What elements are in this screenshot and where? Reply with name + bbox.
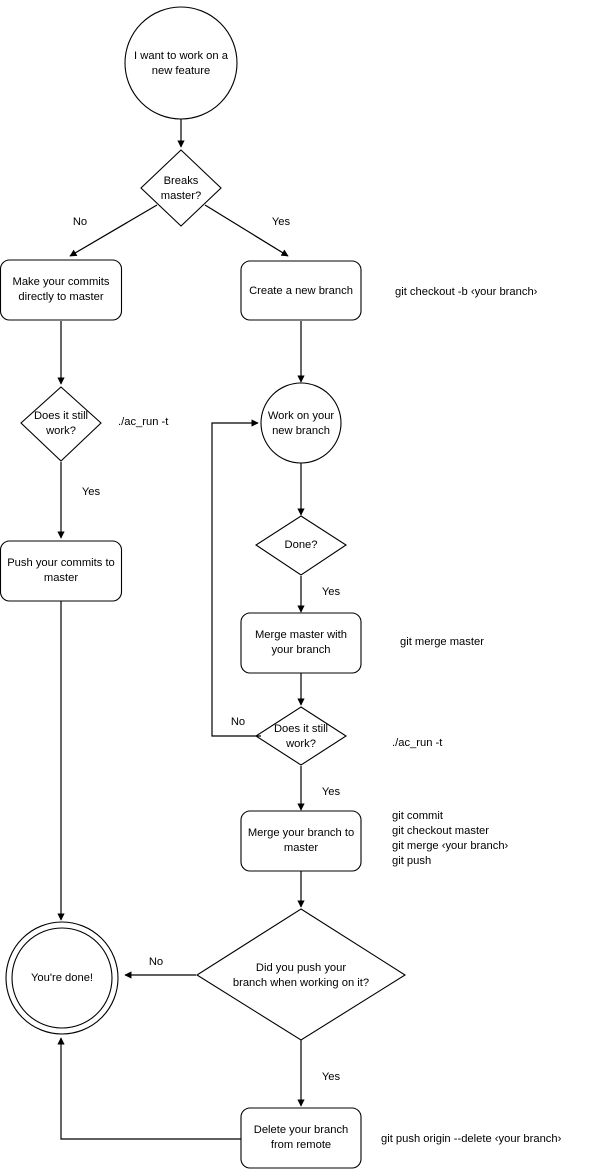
merge-branch-label-line1: Merge your branch to <box>248 827 354 839</box>
edge-label-work-left-yes: Yes <box>82 486 101 498</box>
merge-branch-label-line2: master <box>284 842 318 854</box>
breaks-master-diamond <box>140 149 222 227</box>
merge-master-rect <box>240 612 362 674</box>
did-you-push-label-line1: Did you push your <box>256 962 346 974</box>
delete-branch-label-line1: Delete your branch <box>254 1124 349 1136</box>
edge-label-push-no: No <box>149 956 163 968</box>
done-question-label: Done? <box>285 539 318 551</box>
edge-breaks-yes-to-create-branch <box>204 204 289 257</box>
annotation-delete-branch-command: git push origin --delete ‹your branch› <box>381 1133 562 1145</box>
node-push-commits[interactable]: Push your commits to master <box>0 540 123 602</box>
node-breaks-master[interactable]: Breaks master? <box>140 149 222 227</box>
did-you-push-label-line2: branch when working on it? <box>233 977 369 989</box>
annotation-create-branch-command: git checkout -b ‹your branch› <box>395 286 538 298</box>
push-commits-rect <box>0 540 123 602</box>
breaks-master-label-line2: master? <box>161 190 201 202</box>
merge-master-label-line2: your branch <box>271 644 330 656</box>
node-create-branch[interactable]: Create a new branch <box>240 260 362 321</box>
youre-done-outer-circle <box>5 921 119 1035</box>
node-delete-branch[interactable]: Delete your branch from remote <box>240 1107 362 1169</box>
delete-branch-rect <box>240 1107 362 1169</box>
does-it-work-right-label-line1: Does it still <box>274 723 328 735</box>
push-commits-label-line1: Push your commits to <box>7 557 115 569</box>
edges-group: Work on your new branch --> You're done!… <box>57 119 305 1140</box>
node-does-it-work-left[interactable]: Does it still work? <box>20 386 102 462</box>
node-done-question[interactable]: Done? <box>254 515 348 576</box>
annotation-ac-run-left: ./ac_run -t <box>118 416 169 428</box>
does-it-work-right-label-line2: work? <box>285 738 316 750</box>
node-merge-branch[interactable]: Merge your branch to master <box>240 810 362 872</box>
make-commits-label-line1: Make your commits <box>13 276 110 288</box>
make-commits-label-line2: directly to master <box>18 291 103 303</box>
work-on-branch-label-line1: Work on your <box>268 410 335 422</box>
node-youre-done[interactable]: You're done! <box>5 921 119 1035</box>
edge-label-breaks-yes: Yes <box>272 216 291 228</box>
edge-label-done-yes: Yes <box>322 586 341 598</box>
does-it-work-left-label-line2: work? <box>45 425 76 437</box>
create-branch-rect <box>240 260 362 321</box>
did-you-push-diamond <box>195 908 407 1041</box>
work-on-branch-label-line2: new branch <box>272 425 330 437</box>
edge-delete-branch-to-youre-done <box>57 1037 241 1140</box>
work-on-branch-circle <box>260 382 342 464</box>
edge-does-work-right-no-loopback <box>211 419 261 737</box>
does-it-work-right-diamond <box>254 706 348 766</box>
merge-master-label-line1: Merge master with <box>255 629 347 641</box>
edge-label-work-right-no: No <box>231 716 245 728</box>
done-question-diamond <box>254 515 348 576</box>
edge-label-work-right-yes: Yes <box>322 786 341 798</box>
annotation-merge-branch-command-line4: git push <box>392 855 431 867</box>
annotations-group: git checkout -b ‹your branch› ./ac_run -… <box>118 286 562 1145</box>
merge-branch-rect <box>240 810 362 872</box>
node-make-commits[interactable]: Make your commits directly to master <box>0 259 123 321</box>
annotation-merge-master-command: git merge master <box>400 636 484 648</box>
start-circle <box>124 6 238 120</box>
start-label-line1: I want to work on a <box>134 50 229 62</box>
breaks-master-label-line1: Breaks <box>164 175 199 187</box>
make-commits-rect <box>0 259 123 321</box>
delete-branch-label-line2: from remote <box>271 1139 331 1151</box>
edge-label-push-yes: Yes <box>322 1071 341 1083</box>
youre-done-label: You're done! <box>31 972 93 984</box>
annotation-ac-run-right: ./ac_run -t <box>392 737 443 749</box>
edge-labels-group: No Yes Yes Yes No Yes No Yes <box>73 216 341 1083</box>
youre-done-inner-circle <box>11 927 113 1029</box>
node-merge-master[interactable]: Merge master with your branch <box>240 612 362 674</box>
annotation-merge-branch-command-line1: git commit <box>392 810 444 822</box>
start-label-line2: new feature <box>152 65 210 77</box>
node-did-you-push[interactable]: Did you push your branch when working on… <box>195 908 407 1041</box>
does-it-work-left-diamond <box>20 386 102 462</box>
annotation-merge-branch-command-line2: git checkout master <box>392 825 489 837</box>
does-it-work-left-label-line1: Does it still <box>34 410 88 422</box>
push-commits-label-line2: master <box>44 572 78 584</box>
annotation-merge-branch-command-line3: git merge ‹your branch› <box>392 840 509 852</box>
create-branch-label-line1: Create a new branch <box>249 285 353 297</box>
node-start[interactable]: I want to work on a new feature <box>124 6 238 120</box>
node-does-it-work-right[interactable]: Does it still work? <box>254 706 348 766</box>
edge-label-breaks-no: No <box>73 216 87 228</box>
node-work-on-branch[interactable]: Work on your new branch <box>260 382 342 464</box>
edge-breaks-no-to-make-commits <box>69 204 158 257</box>
